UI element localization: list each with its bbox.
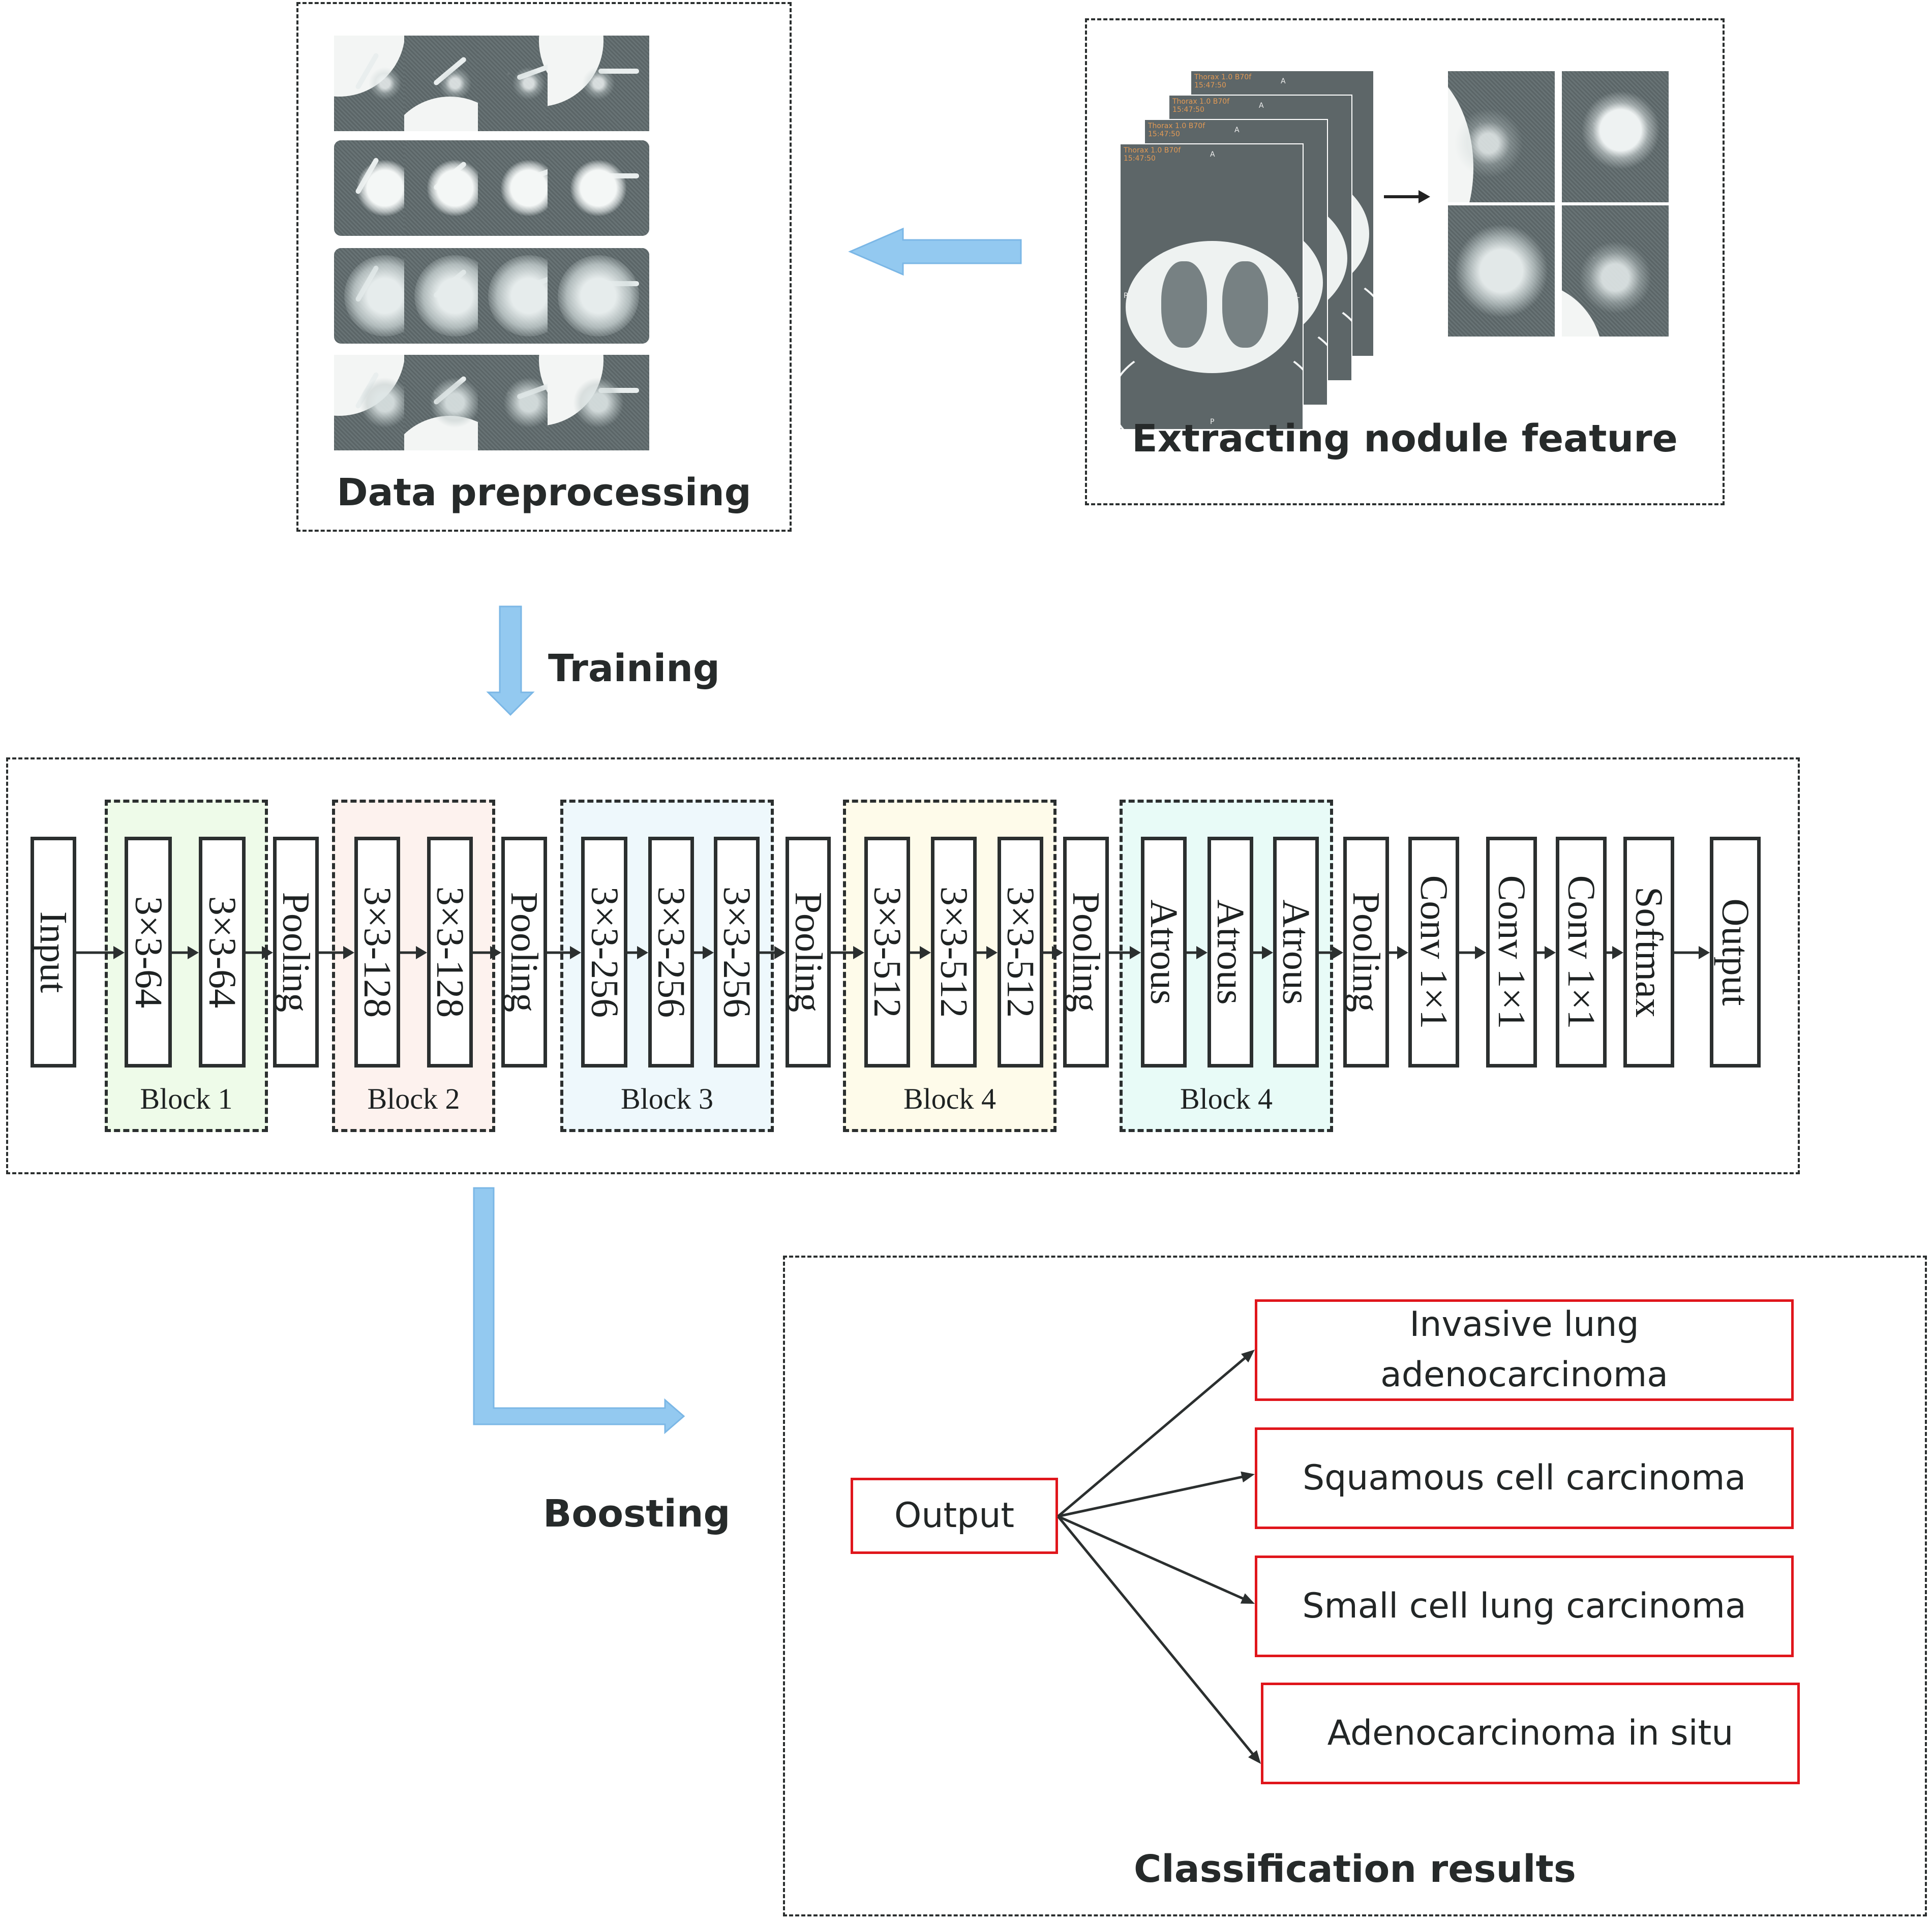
layer-label: Conv 1×1: [1412, 875, 1455, 1029]
nodule-tile: [548, 248, 649, 344]
layer-conv4_1: 3×3-512: [864, 837, 910, 1068]
layer-conv3_1: 3×3-256: [581, 837, 627, 1068]
flow-arrow-boosting-icon: [473, 1187, 685, 1435]
classification-result-label: adenocarcinoma: [1380, 1355, 1668, 1395]
classification-result-box: Squamous cell carcinoma: [1255, 1427, 1794, 1529]
nodule-tile: [548, 140, 649, 236]
layer-label: Pooling: [787, 892, 830, 1013]
flow-arrow-down-icon: [486, 605, 535, 716]
layer-label: Softmax: [1627, 887, 1670, 1018]
layer-pool1: Pooling: [273, 837, 319, 1068]
training-label: Training: [548, 647, 720, 690]
ct-anterior-marker: A: [1210, 150, 1215, 159]
layer-conv4_3: 3×3-512: [998, 837, 1043, 1068]
ct-anterior-marker: A: [1281, 77, 1286, 85]
layer-label: Conv 1×1: [1490, 875, 1533, 1029]
layer-label: 3×3-64: [127, 896, 170, 1009]
layer-conv1_2: 3×3-64: [199, 837, 246, 1068]
ct-lung-right: [1161, 261, 1207, 348]
layer-label: Atrous: [1142, 899, 1185, 1005]
extracting-feature-title: Extracting nodule feature: [1132, 417, 1678, 461]
layer-label: 3×3-512: [866, 886, 909, 1018]
layer-label: 3×3-256: [583, 886, 626, 1018]
layer-label: 3×3-128: [429, 886, 471, 1018]
layer-atrous1: Atrous: [1141, 837, 1187, 1068]
layer-label: Atrous: [1275, 899, 1317, 1005]
ct-anterior-marker: A: [1234, 126, 1240, 134]
classification-result-label: Adenocarcinoma in situ: [1327, 1713, 1734, 1753]
layer-label: Pooling: [503, 892, 546, 1013]
ct-lung-left: [1222, 261, 1268, 348]
layer-conv2_2: 3×3-128: [427, 837, 473, 1068]
network-block-label: Block 1: [140, 1082, 233, 1115]
ct-orientation-marker: R: [1124, 292, 1129, 300]
layer-output: Output: [1710, 837, 1761, 1068]
classification-output-label: Output: [894, 1495, 1015, 1536]
layer-conv1x1_3: Conv 1×1: [1556, 837, 1607, 1068]
classification-result-box: Invasive lung adenocarcinoma: [1255, 1299, 1794, 1401]
layer-atrous2: Atrous: [1208, 837, 1253, 1068]
layer-atrous3: Atrous: [1273, 837, 1319, 1068]
layer-conv1x1_1: Conv 1×1: [1408, 837, 1459, 1068]
boosting-label: Boosting: [543, 1492, 731, 1536]
layer-label: 3×3-512: [932, 886, 975, 1018]
layer-label: 3×3-256: [715, 886, 758, 1018]
layer-pool4: Pooling: [1063, 837, 1109, 1068]
layer-label: Input: [32, 911, 75, 993]
ct-orientation-marker: P: [1210, 418, 1215, 426]
layer-conv2_1: 3×3-128: [354, 837, 400, 1068]
layer-input: Input: [31, 837, 76, 1068]
layer-label: 3×3-128: [356, 886, 399, 1018]
layer-label: Output: [1714, 898, 1757, 1006]
layer-softmax: Softmax: [1623, 837, 1674, 1068]
flow-arrow-left-icon: [848, 227, 1022, 276]
network-block-label: Block 4: [1180, 1082, 1273, 1115]
nodule-crop: [1448, 71, 1555, 202]
layer-label: 3×3-512: [999, 886, 1042, 1018]
ct-anterior-marker: A: [1259, 102, 1264, 110]
ct-orientation-marker: L: [1295, 292, 1300, 300]
data-preprocessing-panel: Data preprocessing: [296, 2, 792, 532]
classification-result-label: Invasive lung: [1409, 1304, 1639, 1345]
layer-conv4_2: 3×3-512: [931, 837, 977, 1068]
layer-conv1_1: 3×3-64: [125, 837, 172, 1068]
classification-result-box: Adenocarcinoma in situ: [1261, 1683, 1800, 1784]
classification-result-box: Small cell lung carcinoma: [1255, 1556, 1794, 1657]
layer-pool3: Pooling: [786, 837, 831, 1068]
classification-panel: Classification results: [783, 1256, 1927, 1916]
network-block-label: Block 2: [367, 1082, 460, 1115]
layer-label: Pooling: [1065, 892, 1107, 1013]
layer-pool5: Pooling: [1343, 837, 1389, 1068]
layer-label: 3×3-256: [650, 886, 692, 1018]
layer-label: Pooling: [1345, 892, 1387, 1013]
layer-pool2: Pooling: [501, 837, 547, 1068]
data-preprocessing-title: Data preprocessing: [337, 471, 751, 514]
network-block-label: Block 4: [903, 1082, 997, 1115]
classification-title: Classification results: [1134, 1847, 1576, 1891]
layer-conv3_3: 3×3-256: [714, 837, 760, 1068]
nodule-crop: [1448, 205, 1555, 337]
classification-output-box: Output: [851, 1478, 1058, 1554]
classification-result-label: Small cell lung carcinoma: [1302, 1585, 1746, 1626]
nodule-crop: [1562, 205, 1669, 337]
classification-result-label: Squamous cell carcinoma: [1302, 1457, 1746, 1498]
network-panel: [6, 757, 1800, 1174]
layer-label: Pooling: [275, 892, 317, 1013]
nodule-crop: [1562, 71, 1669, 202]
nodule-tile: [548, 355, 649, 450]
layer-label: Atrous: [1209, 899, 1252, 1005]
layer-label: 3×3-64: [201, 896, 244, 1009]
network-block-label: Block 3: [620, 1082, 714, 1115]
nodule-tile: [548, 36, 649, 131]
layer-conv3_2: 3×3-256: [648, 837, 694, 1068]
layer-conv1x1_2: Conv 1×1: [1486, 837, 1537, 1068]
layer-label: Conv 1×1: [1560, 875, 1603, 1029]
